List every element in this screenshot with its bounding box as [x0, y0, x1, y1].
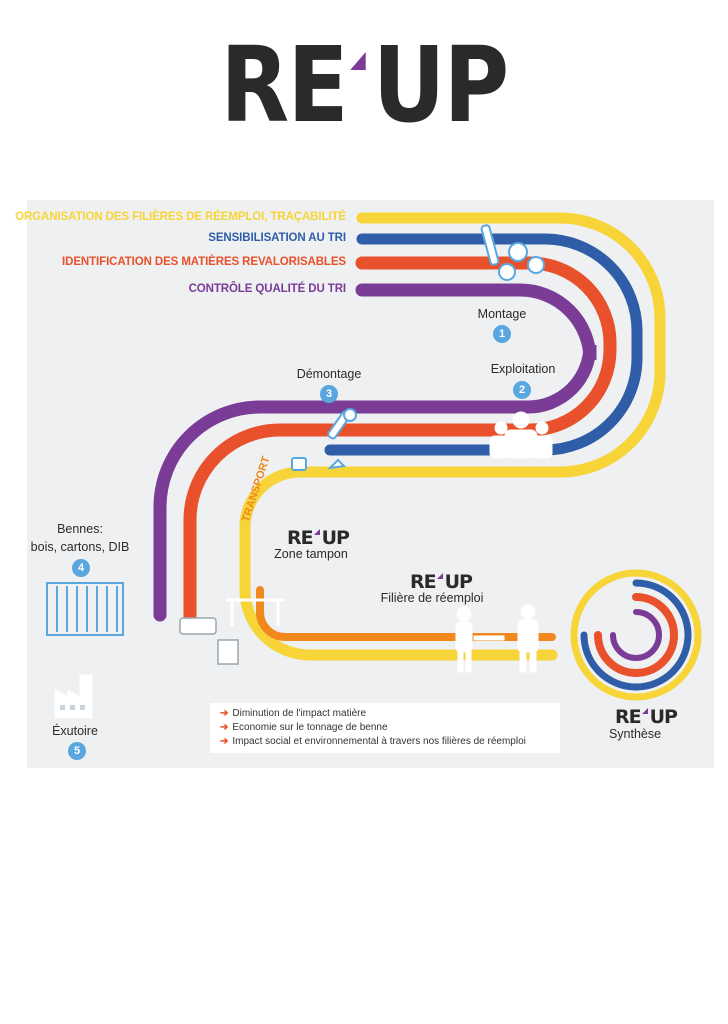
arrow-right-icon: ➔ [220, 708, 229, 719]
stream-label-identification: Identification des matières revalorisabl… [62, 256, 346, 268]
step-number-4: 4 [72, 559, 90, 577]
stream-red [183, 256, 617, 627]
arrow-right-icon: ➔ [220, 722, 229, 733]
stream-orange [256, 586, 556, 641]
step-number-2: 2 [513, 381, 531, 399]
synthese-label: Synthèse [608, 727, 662, 741]
step-number-5: 5 [68, 742, 86, 760]
arrow-right-icon: ➔ [220, 736, 229, 747]
step-sublabel-bennes: bois, cartons, DIB [30, 540, 130, 554]
step-number-3: 3 [320, 385, 338, 403]
step-label-demontage: Démontage [296, 367, 362, 381]
step-label-exutoire: Éxutoire [52, 724, 98, 738]
stream-label-sensibilisation: Sensibilisation au tri [208, 232, 346, 244]
legend-item: ➔Impact social et environnemental à trav… [220, 736, 526, 747]
step-number-1: 1 [493, 325, 511, 343]
synthese-target [570, 569, 702, 701]
container-icon [46, 582, 124, 636]
stream-yellow [239, 212, 666, 661]
stream-blue [324, 233, 643, 456]
workers-icon [455, 604, 539, 673]
stream-purple [153, 283, 597, 622]
people-icon [489, 411, 553, 459]
legend-item: ➔Economie sur le tonnage de benne [220, 722, 388, 733]
zone-tampon-label: Zone tampon [274, 547, 348, 561]
stream-label-controle: Contrôle qualité du tri [188, 283, 347, 295]
factory-icon [54, 674, 93, 719]
benefits-legend: ➔Diminution de l'impact matière ➔Economi… [210, 703, 560, 753]
step-label-bennes: Bennes: [57, 522, 103, 536]
wrench-gears-icon [480, 224, 545, 281]
step-label-montage: Montage [477, 307, 527, 321]
materials-icon [179, 617, 239, 665]
tools-icon [291, 408, 357, 471]
logo-accent-icon [350, 52, 366, 70]
table-icon [226, 598, 284, 626]
step-label-exploitation: Exploitation [490, 362, 556, 376]
stream-label-organisation: Organisation des filières de réemploi, t… [15, 211, 346, 223]
filiere-label: Filière de réemploi [380, 591, 484, 605]
legend-item: ➔Diminution de l'impact matière [220, 708, 367, 719]
